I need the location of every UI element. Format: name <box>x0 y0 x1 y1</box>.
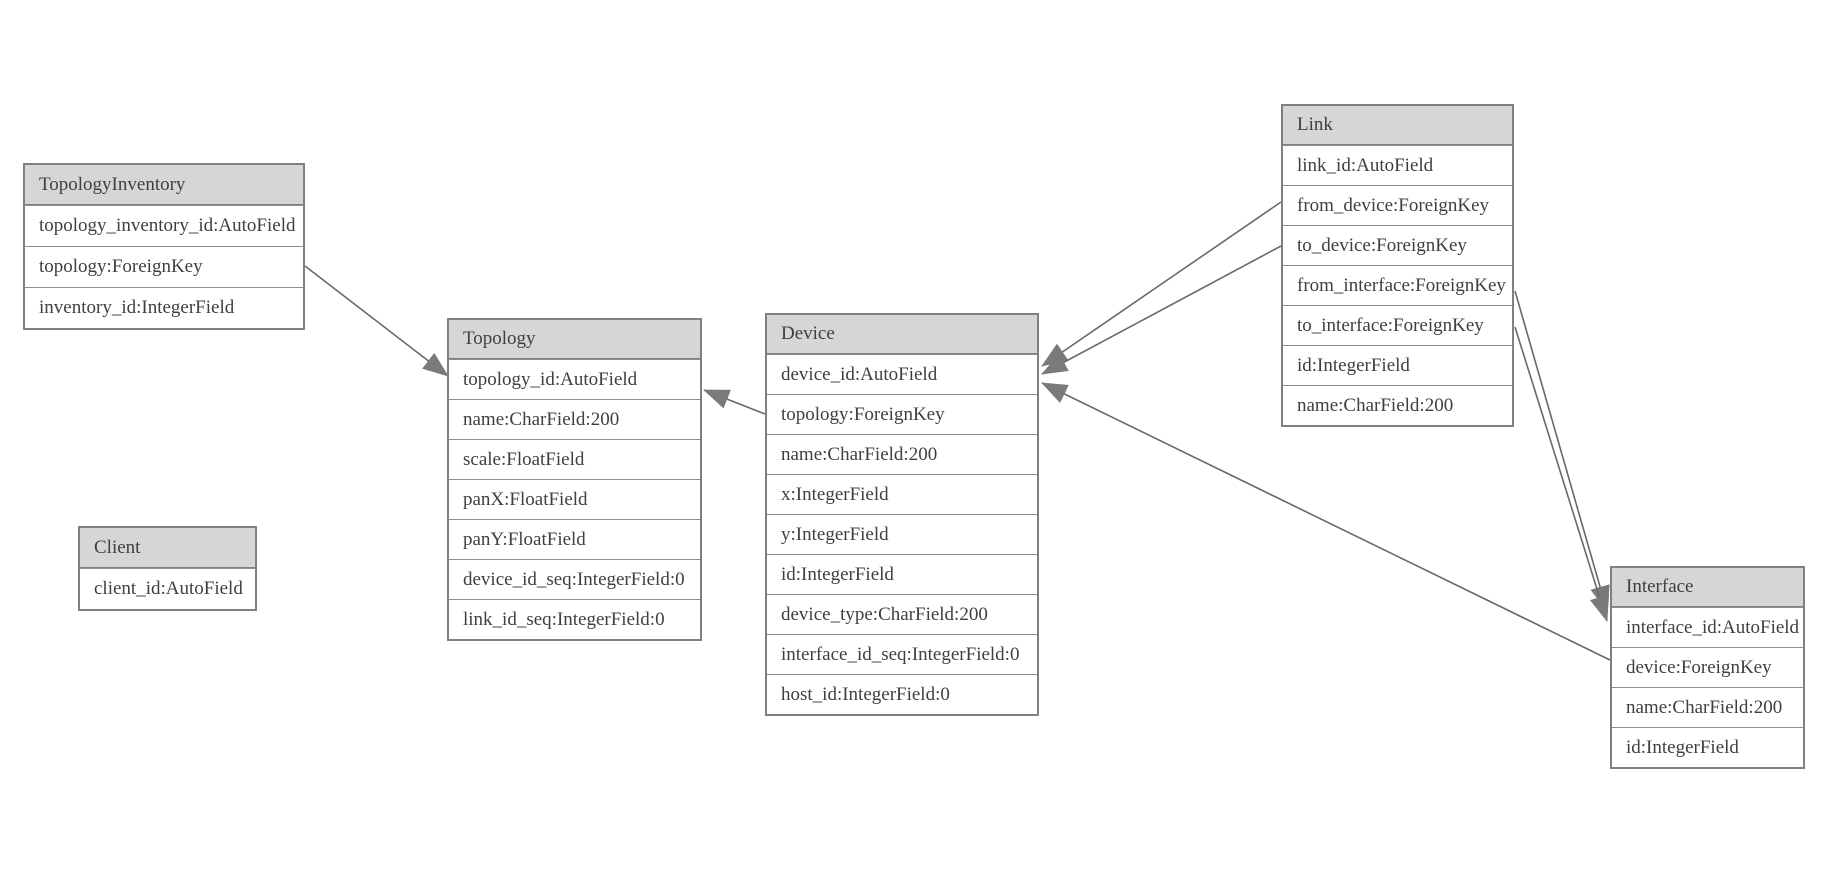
field-row-link: link_id:AutoField <box>1283 145 1512 185</box>
field-row-device: topology:ForeignKey <box>767 394 1037 434</box>
field-row-link: name:CharField:200 <box>1283 385 1512 425</box>
field-row-device: y:IntegerField <box>767 514 1037 554</box>
field-row-device: interface_id_seq:IntegerField:0 <box>767 634 1037 674</box>
entity-title-interface: Interface <box>1612 568 1803 607</box>
field-row-link: from_interface:ForeignKey <box>1283 265 1512 305</box>
field-row-topology-inventory: topology:ForeignKey <box>25 246 303 287</box>
field-row-topology-inventory: inventory_id:IntegerField <box>25 287 303 328</box>
field-row-device: host_id:IntegerField:0 <box>767 674 1037 714</box>
field-row-topology-inventory: topology_inventory_id:AutoField <box>25 205 303 246</box>
field-row-topology: device_id_seq:IntegerField:0 <box>449 559 700 599</box>
field-row-device: id:IntegerField <box>767 554 1037 594</box>
entity-title-topology-inventory: TopologyInventory <box>25 165 303 205</box>
field-row-topology: topology_id:AutoField <box>449 359 700 399</box>
edge-link-from_interface-to-interface <box>1514 290 1610 612</box>
entity-title-client: Client <box>80 528 255 568</box>
field-row-topology: panY:FloatField <box>449 519 700 559</box>
field-row-interface: name:CharField:200 <box>1612 687 1803 727</box>
field-row-device: name:CharField:200 <box>767 434 1037 474</box>
edge-topology-inventory-topology-to-topology <box>304 265 449 377</box>
field-row-interface: id:IntegerField <box>1612 727 1803 767</box>
entity-title-link: Link <box>1283 106 1512 145</box>
field-row-interface: device:ForeignKey <box>1612 647 1803 687</box>
field-row-link: from_device:ForeignKey <box>1283 185 1512 225</box>
field-row-device: x:IntegerField <box>767 474 1037 514</box>
field-row-interface: interface_id:AutoField <box>1612 607 1803 647</box>
field-row-device: device_id:AutoField <box>767 354 1037 394</box>
edge-link-from_device-to-device <box>1041 201 1282 367</box>
field-row-device: device_type:CharField:200 <box>767 594 1037 634</box>
entity-title-device: Device <box>767 315 1037 354</box>
edge-device-topology-to-topology <box>703 389 766 415</box>
field-row-topology: name:CharField:200 <box>449 399 700 439</box>
field-row-link: to_device:ForeignKey <box>1283 225 1512 265</box>
field-row-link: id:IntegerField <box>1283 345 1512 385</box>
entity-title-topology: Topology <box>449 320 700 359</box>
field-row-topology: link_id_seq:IntegerField:0 <box>449 599 700 639</box>
edge-link-to_interface-to-interface <box>1514 326 1610 622</box>
field-row-client: client_id:AutoField <box>80 568 255 609</box>
field-row-topology: scale:FloatField <box>449 439 700 479</box>
field-row-link: to_interface:ForeignKey <box>1283 305 1512 345</box>
edge-link-to_device-to-device <box>1041 245 1282 375</box>
field-row-topology: panX:FloatField <box>449 479 700 519</box>
